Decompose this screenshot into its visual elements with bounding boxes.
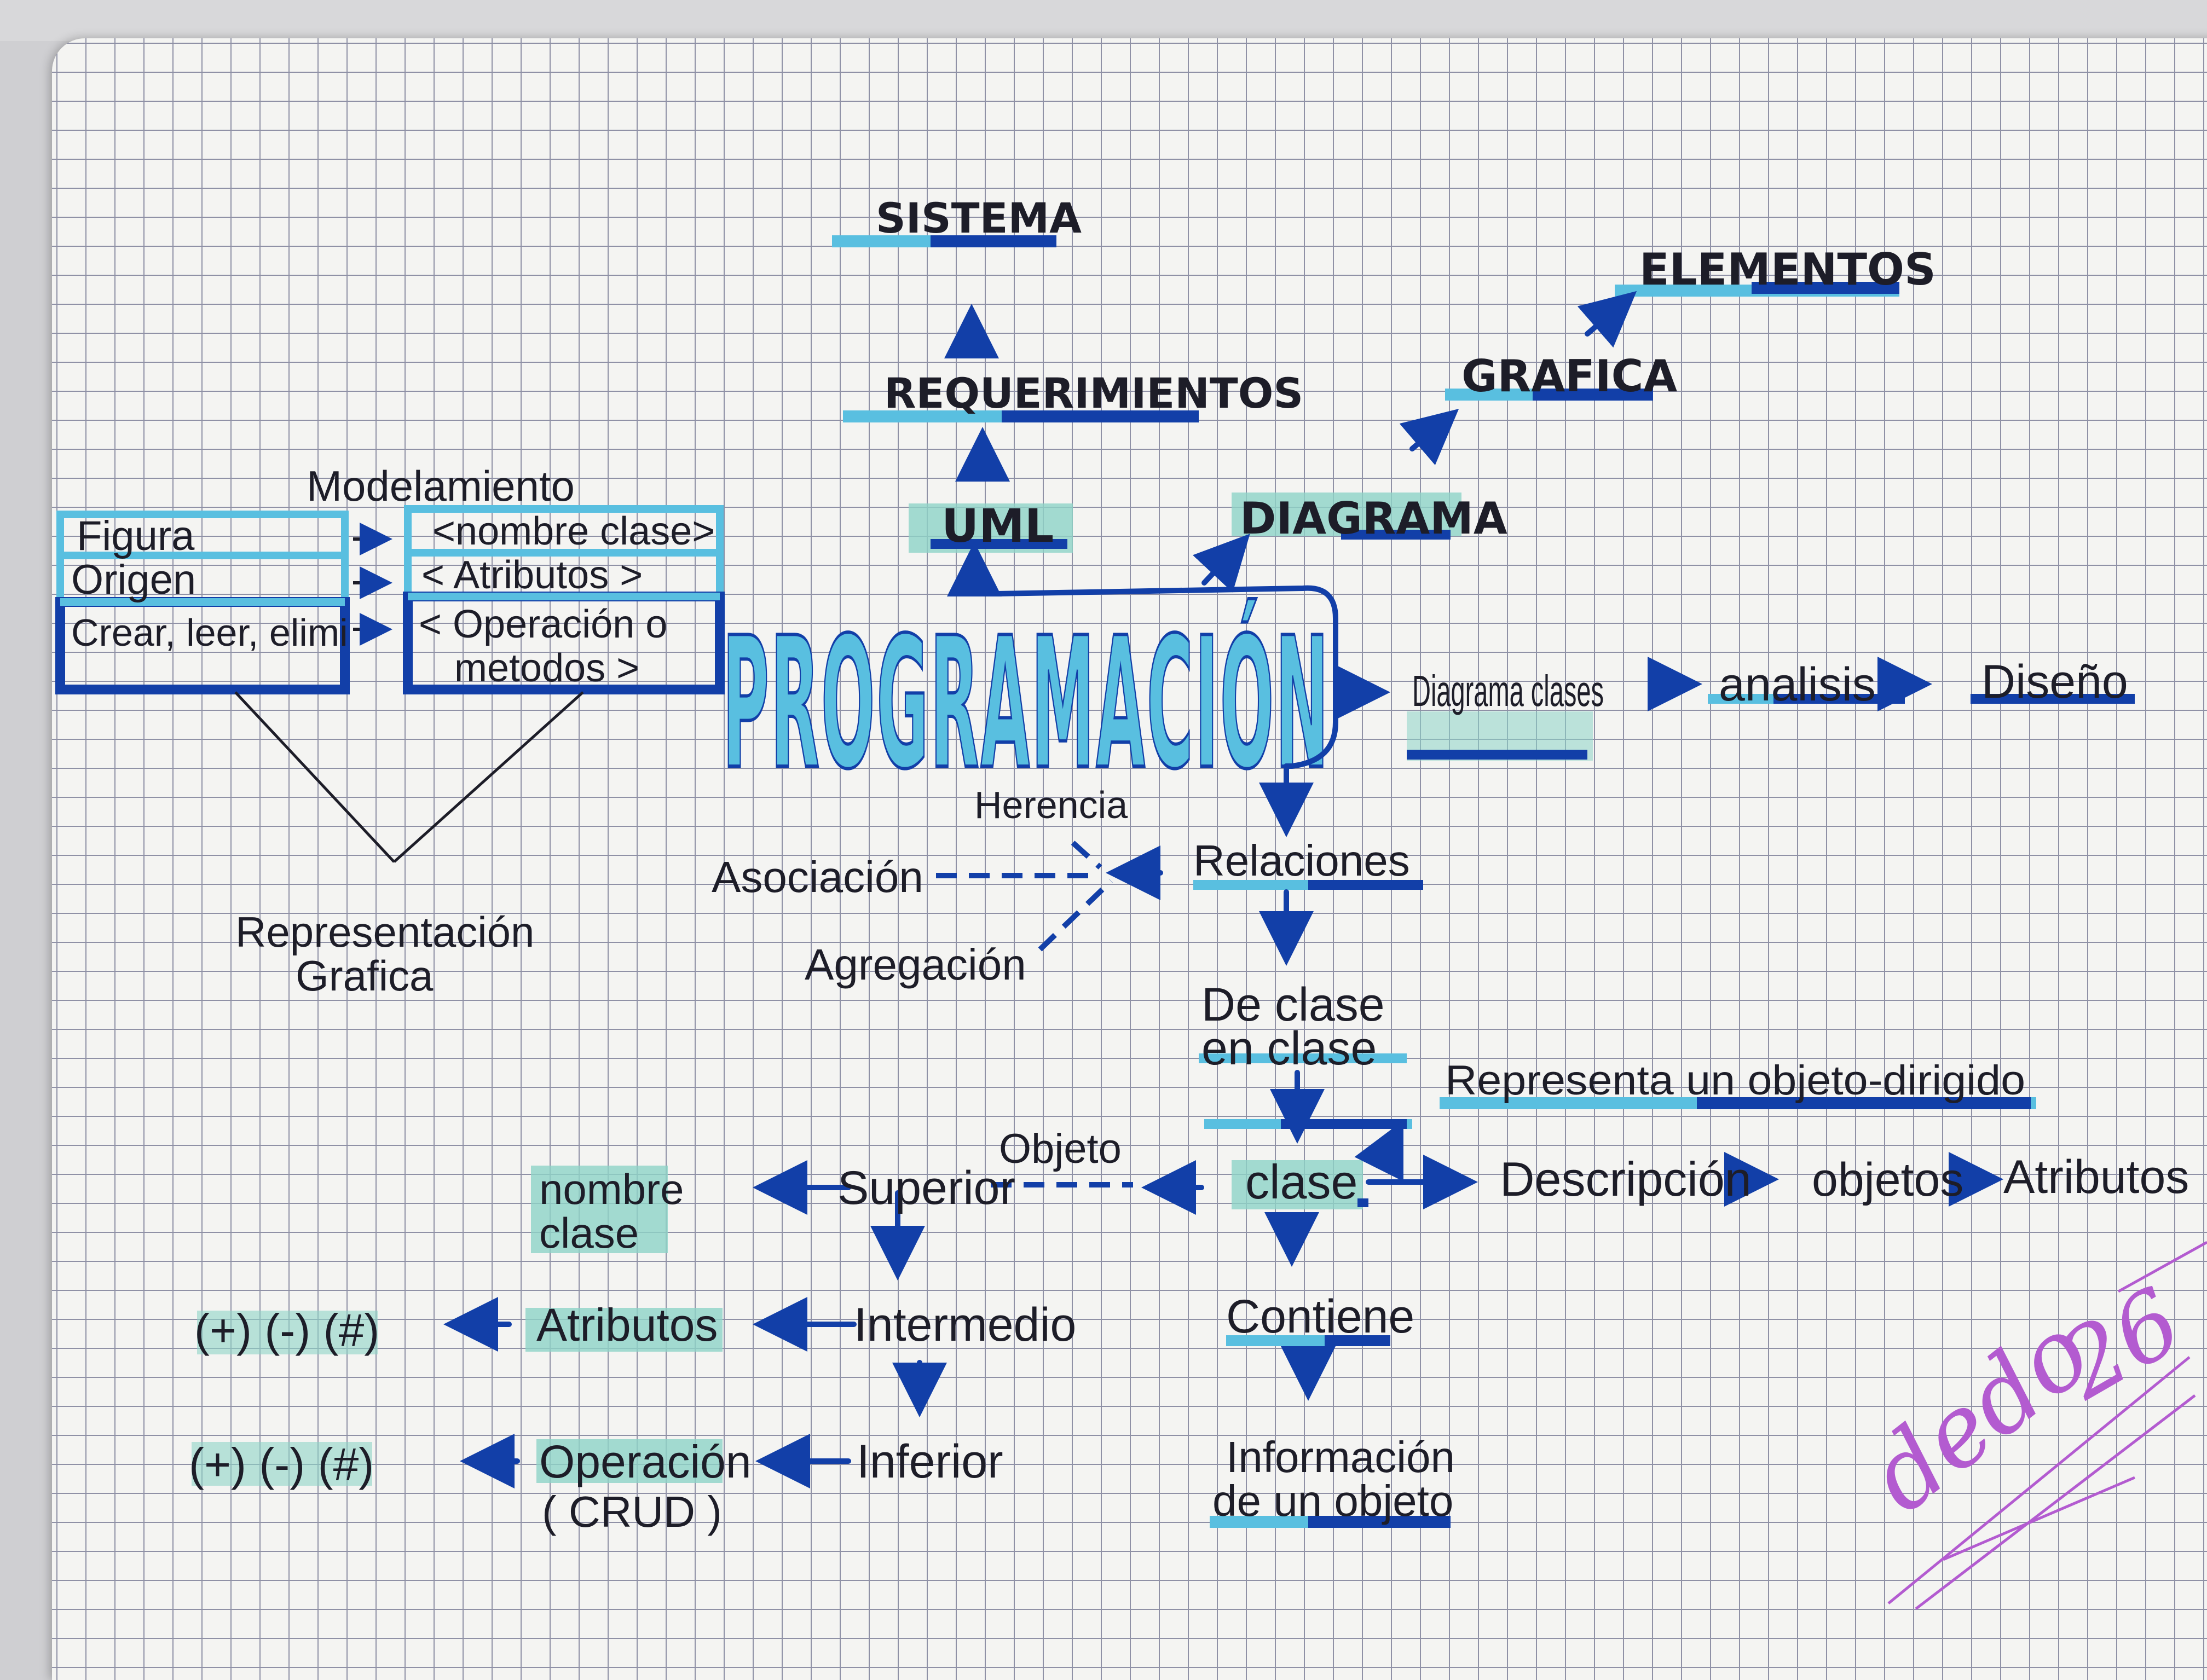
inferior-label: Inferior [857,1435,1003,1488]
agregacion-label: Agregación [805,940,1026,989]
descripcion-label: Descripción [1500,1152,1752,1206]
left-panel [55,505,725,863]
right-row-1: <nombre clase> [432,509,715,553]
asociacion-label: Asociación [712,853,923,901]
objeto-label: Objeto [999,1126,1122,1172]
elementos-label: ELEMENTOS [1639,244,1936,295]
objetos-label: objetos [1812,1154,1963,1206]
highlights [192,235,2135,1528]
grafica-label: GRAFICA [1461,351,1677,402]
right-row-3: < Operación o [419,603,667,646]
contiene-label: Contiene [1226,1290,1414,1343]
connectors [443,291,2003,1488]
diseno-label: Diseño [1981,656,2128,708]
atributos-right-label: Atributos [2003,1151,2189,1203]
en-clase-label: en clase [1201,1022,1377,1075]
diagrama-label: DIAGRAMA [1240,493,1507,544]
modelamiento-heading: Modelamiento [307,462,575,510]
atributos-left-label: Atributos [536,1299,718,1351]
de-clase-label: De clase [1201,978,1385,1031]
relaciones-label: Relaciones [1193,836,1410,885]
teacher-signature: dedo 26 [1849,1241,2207,1610]
de-un-objeto-label: de un objeto [1212,1476,1453,1525]
right-row-2: < Atributos > [421,553,643,597]
center-title: PROGRAMACIÓN [723,597,1330,809]
left-row-1: Figura [77,513,195,559]
analisis-label: analisis [1719,658,1876,711]
herencia-label: Herencia [974,784,1128,826]
intermedio-label: Intermedio [854,1299,1076,1351]
caption-line-1: Representación [235,908,534,956]
left-row-3: Crear, leer, elimi [71,611,348,654]
side-note-label: Representa un objeto-dirigido [1445,1057,2025,1104]
crud-label: ( CRUD ) [542,1487,722,1536]
visibility-row-1: (+) (-) (#) [194,1305,379,1356]
visibility-row-2: (+) (-) (#) [189,1439,374,1490]
clase-small-label: clase [539,1209,639,1257]
requerimientos-label: REQUERIMIENTOS [884,369,1303,418]
superior-label: Superior [837,1162,1015,1214]
relation-dashes [936,841,1133,1187]
page-edge [0,0,2207,41]
right-row-4: metodos > [454,646,639,690]
operacion-label: Operación [539,1436,752,1487]
informacion-label: Información [1226,1433,1455,1481]
uml-label: UML [941,499,1054,553]
sistema-label: SISTEMA [876,194,1082,242]
nombre-label: nombre [539,1165,684,1213]
left-row-2: Origen [71,557,196,603]
clase-label: clase [1245,1155,1357,1209]
caption-line-2: Grafica [296,952,434,1000]
diagrama-clases-label: Diagrama clases [1412,667,1604,715]
